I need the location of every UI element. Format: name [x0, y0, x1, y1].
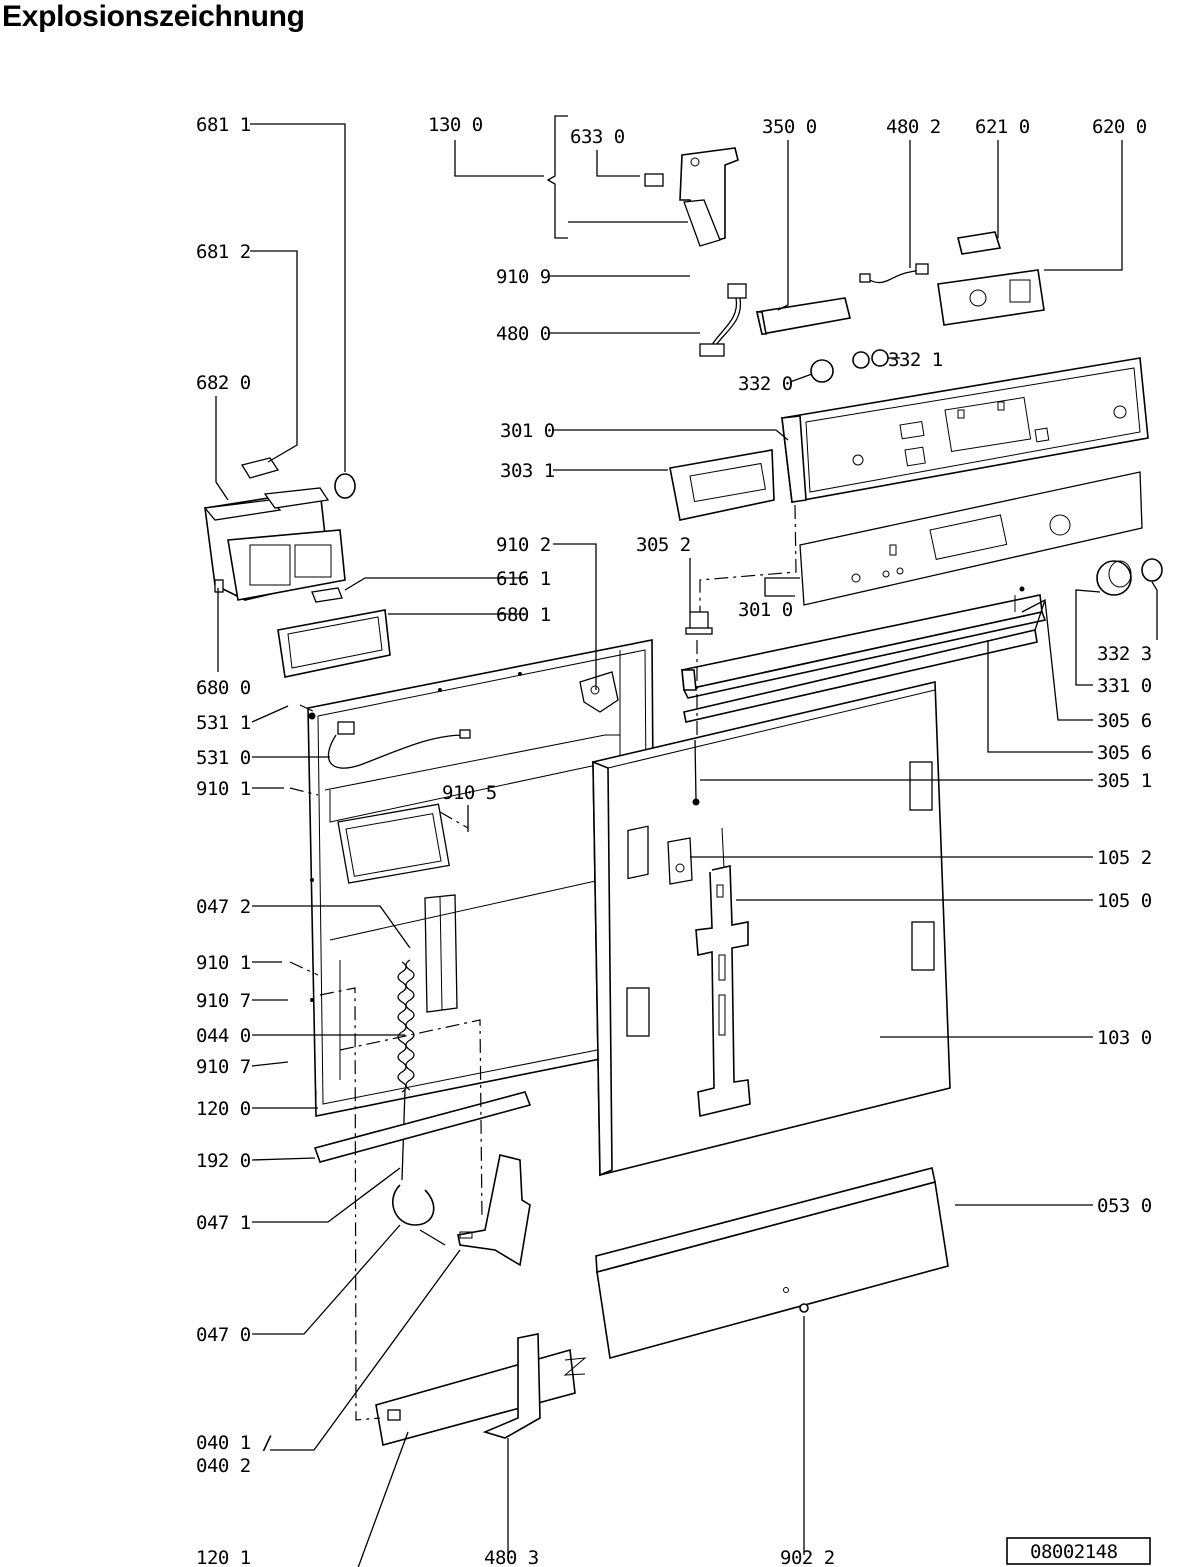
- label-305-6-a: 305 6: [1097, 710, 1152, 732]
- label-480-2: 480 2: [886, 116, 941, 138]
- screw-305-1: [692, 739, 700, 806]
- label-103-0: 103 0: [1097, 1027, 1152, 1049]
- door-lock-130: [644, 147, 739, 247]
- label-303-1: 303 1: [500, 460, 555, 482]
- label-305-6-b: 305 6: [1097, 742, 1152, 764]
- label-616-1: 616 1: [496, 568, 551, 590]
- leader-lines: [215, 115, 1158, 1567]
- label-301-0-b: 301 0: [738, 599, 793, 621]
- electronics-620-0: [937, 269, 1045, 326]
- label-910-7-a: 910 7: [196, 990, 251, 1012]
- label-305-1: 305 1: [1097, 770, 1152, 792]
- bracket-480-3: [482, 1333, 541, 1439]
- cable-480-2: [859, 263, 929, 284]
- part-616-1: [311, 587, 343, 603]
- label-531-0: 531 0: [196, 747, 251, 769]
- label-105-0: 105 0: [1097, 890, 1152, 912]
- reference-box: 08002148: [1006, 1537, 1151, 1565]
- label-910-5: 910 5: [442, 782, 497, 804]
- label-305-2: 305 2: [636, 534, 691, 556]
- assembly-lines: [289, 504, 797, 1421]
- label-480-3: 480 3: [484, 1547, 539, 1567]
- label-120-0: 120 0: [196, 1098, 251, 1120]
- label-047-2: 047 2: [196, 896, 251, 918]
- label-681-1: 681 1: [196, 114, 251, 136]
- label-192-0: 192 0: [196, 1150, 251, 1172]
- module-350-0: [755, 297, 851, 335]
- label-040-2: 040 2: [196, 1455, 251, 1477]
- label-331-0: 331 0: [1097, 675, 1152, 697]
- part-labels: 681 1 130 0 633 0 350 0 480 2 621 0 620 …: [196, 114, 1152, 1567]
- control-panel-fascia: [781, 357, 1149, 503]
- label-047-0: 047 0: [196, 1324, 251, 1346]
- label-910-7-b: 910 7: [196, 1056, 251, 1078]
- label-301-0-a: 301 0: [500, 420, 555, 442]
- label-047-1: 047 1: [196, 1212, 251, 1234]
- label-633-0: 633 0: [570, 126, 625, 148]
- page-title: Explosionszeichnung: [2, 0, 305, 33]
- label-120-1: 120 1: [196, 1547, 251, 1567]
- label-910-2: 910 2: [496, 534, 551, 556]
- printed-fascia: [799, 471, 1143, 606]
- strip-192-0: [313, 1091, 532, 1163]
- label-910-1-b: 910 1: [196, 952, 251, 974]
- knobs: [810, 349, 1163, 596]
- handle-303-1: [669, 449, 775, 521]
- lower-strip-120-1: [375, 1348, 587, 1447]
- label-531-1: 531 1: [196, 712, 251, 734]
- clip-902-2: [799, 1303, 809, 1313]
- label-044-0: 044 0: [196, 1025, 251, 1047]
- cable-480-0: [699, 283, 747, 357]
- label-105-2: 105 2: [1097, 847, 1152, 869]
- label-130-0: 130 0: [428, 114, 483, 136]
- label-332-1: 332 1: [888, 349, 943, 371]
- label-480-0: 480 0: [496, 323, 551, 345]
- label-682-0: 682 0: [196, 372, 251, 394]
- label-681-2: 681 2: [196, 241, 251, 263]
- reference-number: 08002148: [1030, 1541, 1118, 1563]
- label-910-1-a: 910 1: [196, 778, 251, 800]
- dispenser-680-0: [203, 457, 346, 601]
- label-040-1: 040 1 /: [196, 1432, 273, 1454]
- label-902-2: 902 2: [780, 1547, 835, 1567]
- label-620-0: 620 0: [1092, 116, 1147, 138]
- label-910-9: 910 9: [496, 266, 551, 288]
- label-350-0: 350 0: [762, 116, 817, 138]
- label-621-0: 621 0: [975, 116, 1030, 138]
- bracket-305-2: [685, 611, 713, 635]
- label-680-1: 680 1: [496, 604, 551, 626]
- hook-047-0: [391, 1184, 446, 1246]
- outer-door-panel: [592, 680, 951, 1177]
- label-680-0: 680 0: [196, 677, 251, 699]
- label-332-0: 332 0: [738, 373, 793, 395]
- label-332-3: 332 3: [1097, 643, 1152, 665]
- board-621-0: [957, 231, 1002, 255]
- disc-681-1: [334, 473, 356, 499]
- kick-plate-053-0: [595, 1167, 949, 1360]
- trim-strips: [681, 586, 1047, 723]
- cable-531: [327, 721, 471, 769]
- seal-680-1: [277, 609, 391, 678]
- label-053-0: 053 0: [1097, 1195, 1152, 1217]
- bracket-040-1: [457, 1154, 531, 1267]
